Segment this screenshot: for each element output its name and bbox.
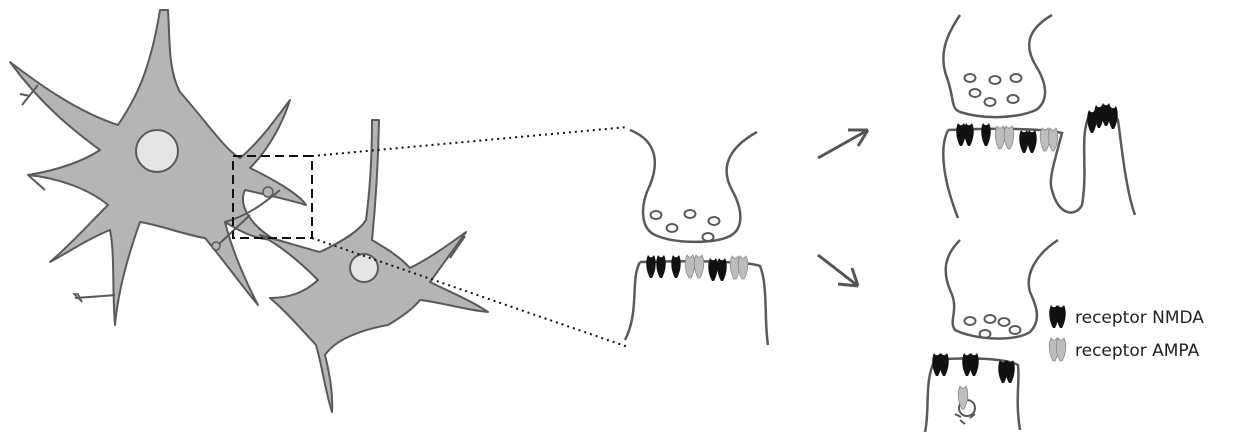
presynaptic-terminal-bottom <box>946 240 1058 339</box>
internalized-receptor-icon <box>955 386 975 424</box>
legend: receptor NMDA receptor AMPA <box>1049 305 1204 361</box>
legend-ampa-label: receptor AMPA <box>1075 341 1200 361</box>
nmda-receptor-icon <box>1049 305 1065 328</box>
ampa-receptor-icon <box>1049 338 1065 361</box>
neuron-small-nucleus <box>350 254 378 282</box>
neuron-large-nucleus <box>136 130 178 172</box>
receptor-row <box>646 255 747 281</box>
zoom-line-top <box>312 127 628 156</box>
arrow-down-icon <box>818 255 858 286</box>
presynaptic-terminal-top <box>943 15 1052 117</box>
synapse-potentiated <box>943 15 1135 218</box>
receptor-row-bottom <box>932 353 1014 383</box>
presynaptic-terminal <box>630 130 757 242</box>
synapse-depressed <box>925 240 1058 432</box>
neuron-small <box>260 120 488 412</box>
arrow-up-icon <box>818 130 868 158</box>
neuron-large <box>10 10 306 325</box>
synapse-center <box>625 130 768 345</box>
legend-nmda-label: receptor NMDA <box>1075 308 1204 328</box>
